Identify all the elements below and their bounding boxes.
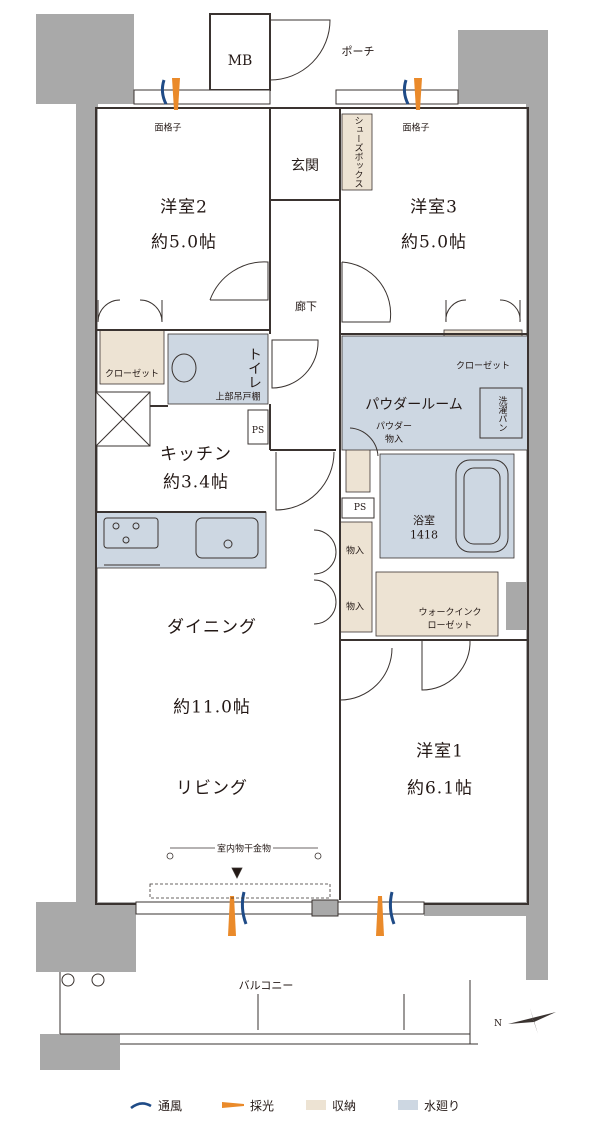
shoe-box-label: シューズボックス [352, 116, 363, 188]
legend-water-text: 水廻り [424, 1098, 461, 1113]
legend-ventilation-text: 通風 [158, 1098, 183, 1113]
ps1-label: PS [251, 426, 265, 436]
kitchen-name: キッチン [160, 444, 232, 465]
legend-water: 水廻り [398, 1093, 460, 1117]
closet-left-label: クローゼット [104, 369, 160, 380]
room-western3-size: 約5.0帖 [400, 232, 468, 253]
daylight-icon [222, 1102, 244, 1108]
north-label: N [494, 1019, 502, 1029]
ps2-label: PS [353, 503, 367, 513]
toilet-label: トイレ [246, 347, 262, 389]
washer-pan-label: 洗濯パン [496, 396, 507, 432]
water-swatch [398, 1100, 418, 1110]
legend-daylight: 採光 [222, 1093, 274, 1117]
fixtures [95, 353, 523, 566]
water-areas [95, 333, 529, 569]
hallway-label: 廊下 [295, 300, 317, 313]
powder-room-label: パウダールーム [365, 397, 463, 413]
lattice-left-label: 面格子 [154, 123, 182, 134]
bathroom-name: 浴室 [413, 514, 435, 527]
entrance-label: 玄関 [291, 158, 319, 174]
storage-swatch [306, 1100, 326, 1110]
room-western3-name: 洋室3 [410, 197, 458, 218]
door-swings [97, 19, 521, 701]
legend-ventilation: 通風 [130, 1093, 182, 1117]
legend-storage: 収納 [306, 1093, 356, 1117]
legend-daylight-text: 採光 [250, 1098, 275, 1113]
balcony-label: バルコニー [238, 979, 294, 992]
storage1-label: 物入 [345, 546, 365, 557]
ventilation-icon [130, 1102, 152, 1110]
balcony-outline [59, 972, 478, 1045]
bathroom-size: 1418 [410, 528, 438, 542]
legend-storage-text: 収納 [332, 1098, 357, 1113]
ldk-size: 約11.0帖 [173, 697, 251, 718]
room-western1-size: 約6.1帖 [406, 778, 474, 799]
daylight-markers [172, 78, 422, 936]
upper-cabinet-label: 上部吊戸棚 [215, 392, 261, 403]
closet-right-label: クローゼット [455, 361, 511, 372]
powder-storage-label: パウダー物入 [375, 422, 412, 445]
room-western1-name: 洋室1 [416, 741, 464, 762]
drying-rail [149, 847, 331, 899]
room-western2-name: 洋室2 [160, 197, 208, 218]
living-label: リビング [176, 778, 248, 799]
mb-label: MB [227, 53, 253, 69]
legend: 通風 採光 収納 水廻り [0, 1093, 606, 1117]
lattice-right-label: 面格子 [402, 123, 430, 134]
kitchen-size: 約3.4帖 [162, 472, 230, 493]
porch-label: ポーチ [341, 45, 375, 58]
storage2-label: 物入 [345, 602, 365, 613]
indoor-drying-label: 室内物干金物 [214, 841, 274, 855]
dining-label: ダイニング [167, 617, 257, 638]
walk-in-closet-label: ウォークインクローゼット [418, 608, 482, 631]
compass-icon [508, 1008, 556, 1034]
ventilation-markers [160, 79, 410, 925]
room-western2-size: 約5.0帖 [150, 232, 218, 253]
